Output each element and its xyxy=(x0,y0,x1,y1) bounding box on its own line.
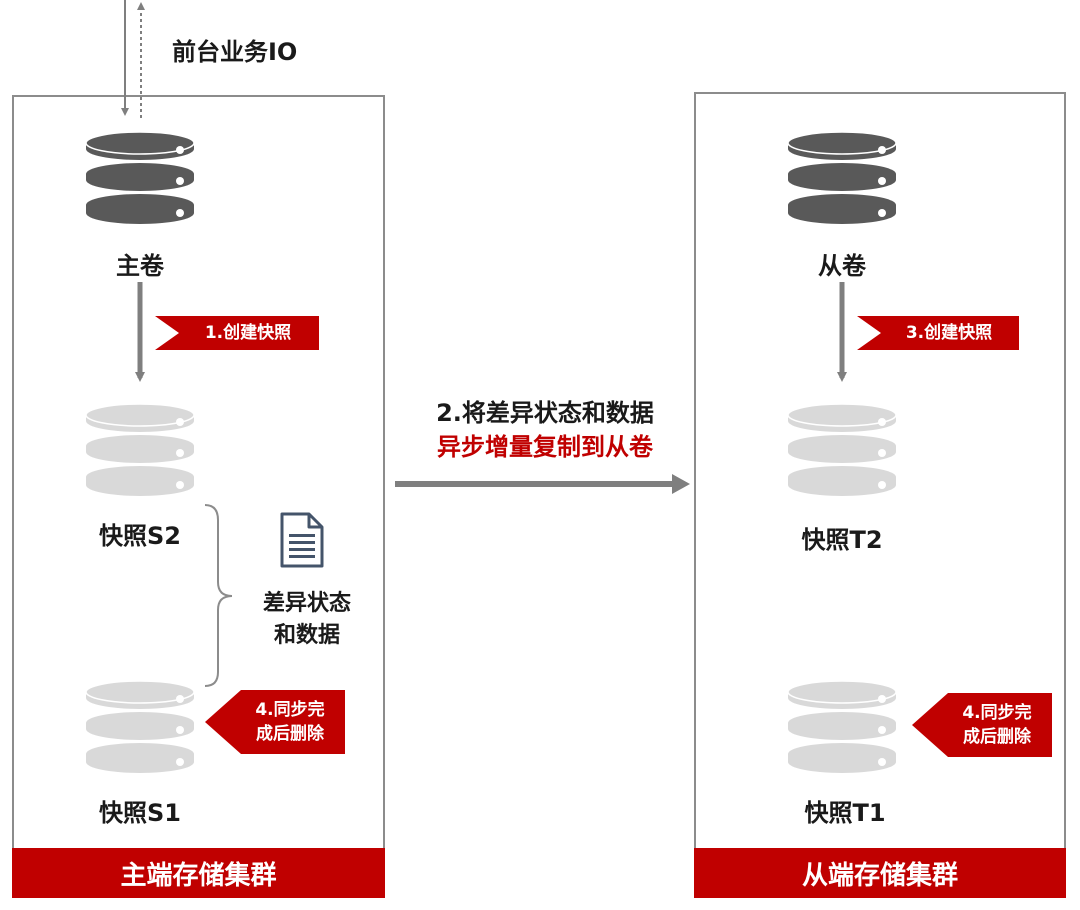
step3-tag: 3.创建快照 xyxy=(857,316,1019,350)
replication-line1: 2.将差异状态和数据 xyxy=(436,399,654,427)
step3-label: 3.创建快照 xyxy=(905,323,993,343)
snapshot-t2-database-icon xyxy=(787,403,897,496)
document-icon xyxy=(280,512,324,568)
snapshot-t2-label: 快照T2 xyxy=(801,526,883,554)
step4-primary-label: 4.同步完 成后删除 xyxy=(255,700,325,744)
snapshot-t1-database-icon xyxy=(787,680,897,773)
secondary-volume-label: 从卷 xyxy=(818,252,866,280)
primary-volume-label: 主卷 xyxy=(116,252,164,280)
secondary-cluster-footer: 从端存储集群 xyxy=(694,848,1066,898)
step4-secondary-tag: 4.同步完 成后删除 xyxy=(912,693,1052,757)
step1-label: 1.创建快照 xyxy=(204,323,292,343)
replication-arrowhead xyxy=(672,474,690,494)
step4-primary-tag: 4.同步完 成后删除 xyxy=(205,690,345,754)
diff-note: 差异状态 和数据 xyxy=(262,591,351,648)
snapshot-t1-label: 快照T1 xyxy=(804,799,886,827)
secondary-volume-database-icon xyxy=(787,131,897,224)
snapshot-s2-label: 快照S2 xyxy=(99,522,181,550)
io-label: 前台业务IO xyxy=(172,38,298,66)
primary-cluster-footer: 主端存储集群 xyxy=(12,848,385,898)
snapshot-s1-label: 快照S1 xyxy=(99,799,181,827)
primary-volume-database-icon xyxy=(85,131,195,224)
diff-bracket xyxy=(204,504,233,687)
primary-cluster-box xyxy=(12,95,385,898)
snapshot-s2-database-icon xyxy=(85,403,195,496)
step1-tag: 1.创建快照 xyxy=(155,316,319,350)
snapshot-s1-database-icon xyxy=(85,680,195,773)
replication-line2: 异步增量复制到从卷 xyxy=(437,433,653,461)
step4-secondary-label: 4.同步完 成后删除 xyxy=(962,703,1032,747)
